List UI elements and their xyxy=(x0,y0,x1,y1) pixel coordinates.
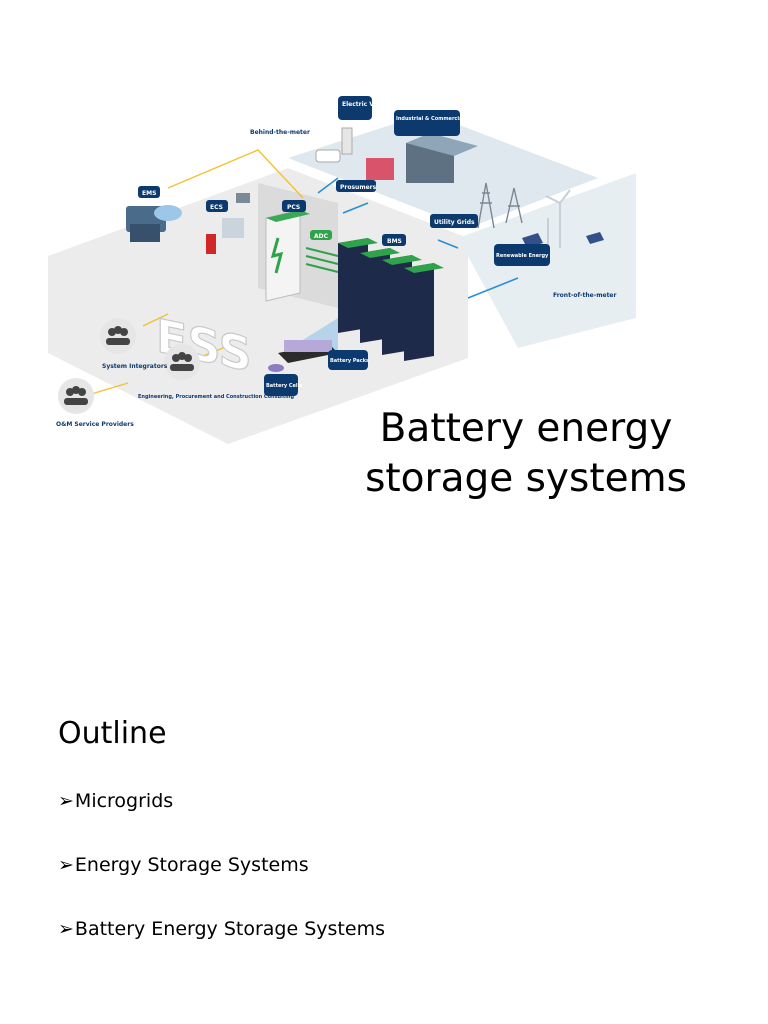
adc-label: ADC xyxy=(314,233,329,240)
list-item: ➢ Battery Energy Storage Systems xyxy=(58,918,385,982)
arrow-bullet-icon: ➢ xyxy=(58,854,74,876)
behind-meter-label: Behind-the-meter xyxy=(250,129,310,136)
list-item-text: Microgrids xyxy=(75,790,173,812)
om-label: O&M Service Providers xyxy=(56,421,134,428)
bms-label: BMS xyxy=(387,238,402,245)
battery-cells-label: Battery Cells xyxy=(266,383,302,389)
list-item-text: Battery Energy Storage Systems xyxy=(75,918,385,940)
slide-title: Battery energy storage systems xyxy=(300,404,752,504)
ev-car xyxy=(316,150,340,162)
ev-tag xyxy=(338,96,372,120)
front-meter-label: Front-of-the-meter xyxy=(553,292,617,299)
camera-icon xyxy=(236,193,250,203)
battery-packs-label: Battery Packs xyxy=(330,358,369,364)
industrial-tag xyxy=(394,110,460,136)
ess-diagram: ESS Electric Vehicle xyxy=(38,88,636,444)
slide-2: Outline ➢ Microgrids ➢ Energy Storage Sy… xyxy=(0,700,768,1024)
ess-diagram-svg: ESS Electric Vehicle xyxy=(38,88,636,444)
list-item: ➢ Energy Storage Systems xyxy=(58,854,385,918)
ev-label: Electric Vehicle xyxy=(342,101,394,108)
list-item: ➢ Microgrids xyxy=(58,790,385,854)
pcs-cabinet xyxy=(266,210,300,301)
prosumers-label: Prosumers xyxy=(340,184,377,191)
battery-cell xyxy=(268,364,284,372)
ems-label: EMS xyxy=(142,190,156,197)
pcs-label: PCS xyxy=(287,204,300,211)
epc-label: Engineering, Procurement and Constructio… xyxy=(138,394,294,400)
prosumer-house xyxy=(366,158,394,180)
arrow-bullet-icon: ➢ xyxy=(58,790,74,812)
list-item-text: Energy Storage Systems xyxy=(75,854,309,876)
om-node xyxy=(58,378,94,414)
ev-charger xyxy=(342,128,352,154)
epc-node xyxy=(164,344,200,380)
ems-desk xyxy=(130,224,160,242)
slide-1: ESS Electric Vehicle xyxy=(0,0,768,520)
ecs-panel xyxy=(222,218,244,238)
ecs-extinguisher xyxy=(206,234,216,254)
ecs-label: ECS xyxy=(210,204,223,211)
system-integrators-node xyxy=(100,318,136,354)
industrial-label: Industrial & Commercial Customers xyxy=(396,116,496,122)
battery-cell-stack xyxy=(284,340,332,352)
arrow-bullet-icon: ➢ xyxy=(58,918,74,940)
utility-grids-label: Utility Grids xyxy=(434,219,475,226)
outline-list: ➢ Microgrids ➢ Energy Storage Systems ➢ … xyxy=(58,790,385,982)
outline-title: Outline xyxy=(58,716,167,751)
system-integrators-label: System Integrators xyxy=(102,363,168,370)
renewable-label: Renewable Energy xyxy=(496,253,549,259)
cloud-icon xyxy=(154,205,182,221)
